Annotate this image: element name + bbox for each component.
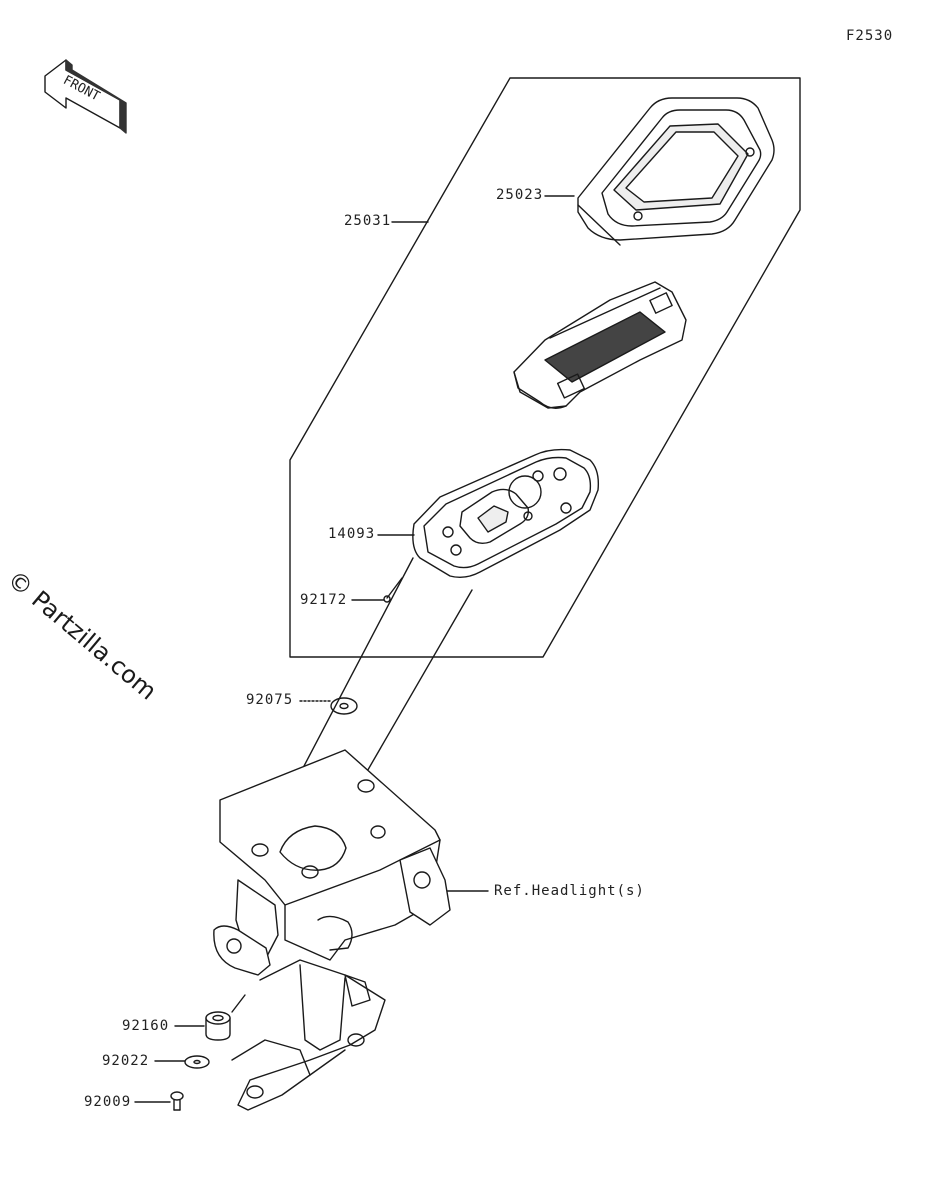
callout-92009: 92009 bbox=[84, 1094, 132, 1110]
screw-92172-icon bbox=[383, 577, 403, 603]
callout-92160: 92160 bbox=[122, 1018, 170, 1034]
callout-ref-headlight: Ref.Headlight(s) bbox=[494, 883, 645, 899]
bezel-part bbox=[577, 97, 775, 246]
front-arrow-icon: FRONT bbox=[44, 59, 127, 134]
washer-92022-icon bbox=[184, 1055, 210, 1069]
callout-92172: 92172 bbox=[300, 592, 348, 608]
figure-code: F2530 bbox=[846, 28, 894, 44]
bolt-92009-icon bbox=[170, 1091, 184, 1111]
assembly-outline bbox=[289, 77, 801, 658]
callout-92022: 92022 bbox=[102, 1053, 150, 1069]
meter-unit-part bbox=[513, 281, 687, 409]
grommet-92160-icon bbox=[205, 994, 246, 1041]
callout-92075: 92075 bbox=[246, 692, 294, 708]
bracket-assembly bbox=[213, 749, 451, 1111]
callout-14093: 14093 bbox=[328, 526, 376, 542]
lower-case-part bbox=[412, 448, 600, 579]
callout-25023: 25023 bbox=[496, 187, 544, 203]
callout-25031: 25031 bbox=[344, 213, 392, 229]
